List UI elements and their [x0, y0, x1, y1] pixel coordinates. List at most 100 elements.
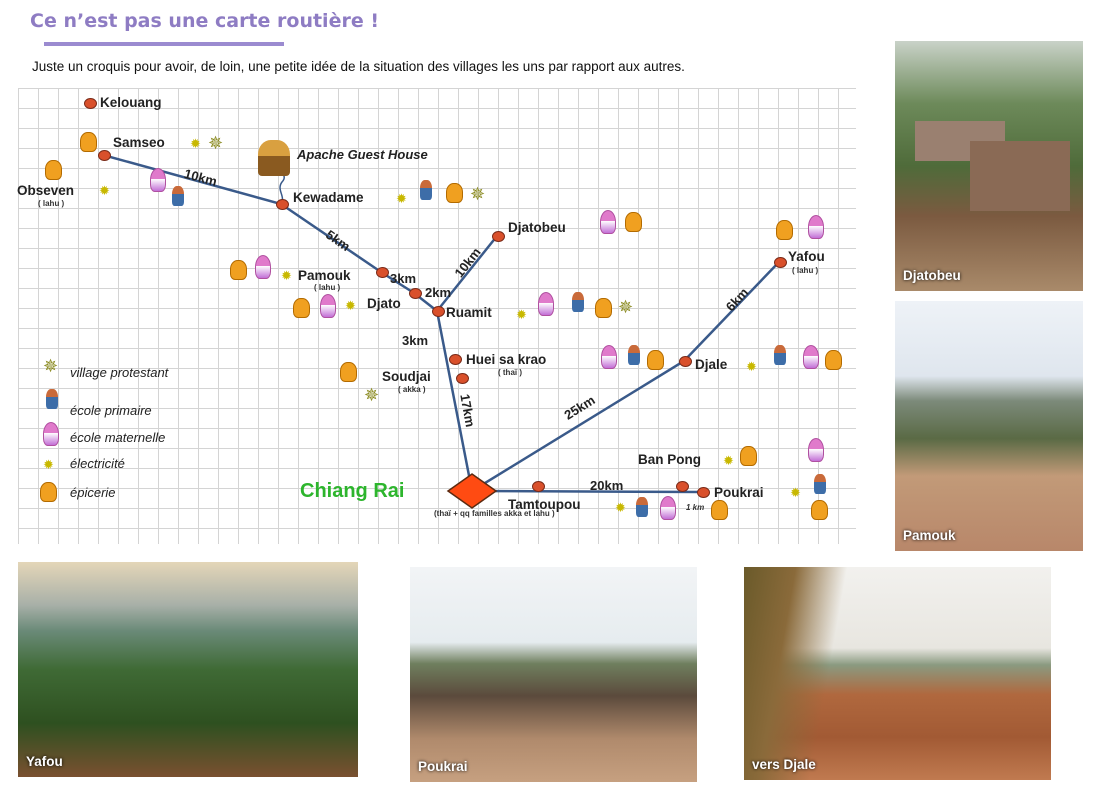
primary-school-icon — [774, 345, 786, 365]
label-soudjai-sub: ( akka ) — [398, 385, 426, 394]
node-kelouang — [84, 98, 97, 109]
label-kewadame: Kewadame — [293, 190, 364, 205]
label-samseo: Samseo — [113, 135, 165, 150]
electricity-icon: ✹ — [790, 485, 801, 500]
label-apache: Apache Guest House — [297, 147, 428, 162]
photo-djatobeu: Djatobeu — [895, 41, 1083, 291]
caption-pamouk: Pamouk — [903, 528, 956, 543]
legend-maternal: école maternelle — [70, 430, 166, 445]
photo-pamouk: Pamouk — [895, 301, 1083, 551]
page-title: Ce n’est pas une carte routière ! — [30, 10, 379, 32]
grocery-icon — [711, 500, 728, 520]
electricity-icon: ✹ — [281, 268, 292, 283]
distance-pamouk-djato: 3km — [390, 271, 417, 286]
distance-chiangrai-poukrai: 20km — [590, 478, 624, 493]
node-djale — [679, 356, 692, 367]
primary-school-icon — [628, 345, 640, 365]
node-poukrai — [697, 487, 710, 498]
label-huei: Huei sa krao — [466, 352, 547, 367]
protestant-icon: ✵ — [208, 133, 224, 153]
kindergarten-icon — [660, 496, 676, 520]
node-djatobeu — [492, 231, 505, 242]
electricity-icon: ✹ — [615, 500, 626, 515]
kindergarten-icon — [150, 168, 166, 192]
primary-school-icon — [636, 497, 648, 517]
node-soudjai — [456, 373, 469, 384]
kindergarten-icon — [808, 438, 824, 462]
grocery-icon — [446, 183, 463, 203]
photo-poukrai: Poukrai — [410, 567, 697, 782]
grocery-icon — [230, 260, 247, 280]
kindergarten-icon — [600, 210, 616, 234]
distance-ruamit-huei: 3km — [402, 333, 429, 348]
legend-primary-school-icon — [46, 389, 58, 409]
label-huei-sub: ( thaï ) — [498, 368, 522, 377]
label-soudjai: Soudjai — [382, 369, 431, 384]
node-yafou — [774, 257, 787, 268]
legend-grocery: épicerie — [70, 485, 116, 500]
guest-house-icon — [258, 140, 290, 176]
grocery-icon — [625, 212, 642, 232]
kindergarten-icon — [808, 215, 824, 239]
grocery-icon — [80, 132, 97, 152]
legend-electricity: électricité — [70, 456, 125, 471]
kindergarten-icon — [538, 292, 554, 316]
legend-protestant: village protestant — [70, 365, 169, 380]
label-pamouk: Pamouk — [298, 268, 351, 283]
kindergarten-icon — [803, 345, 819, 369]
house — [970, 141, 1070, 211]
label-poukrai: Poukrai — [714, 485, 764, 500]
primary-school-icon — [814, 474, 826, 494]
legend-protestant-icon: ✵ — [43, 356, 59, 376]
node-samseo — [98, 150, 111, 161]
node-kewadame — [276, 199, 289, 210]
caption-djatobeu: Djatobeu — [903, 268, 961, 283]
grocery-icon — [340, 362, 357, 382]
node-ban-pong — [676, 481, 689, 492]
label-tamtoupou: Tamtoupou — [508, 497, 581, 512]
distance-djato-ruamit: 2km — [425, 285, 452, 300]
grocery-icon — [595, 298, 612, 318]
electricity-icon: ✹ — [190, 136, 201, 151]
node-pamouk — [376, 267, 389, 278]
label-chiang-rai-sub: (thaï + qq familles akka et lahu ) — [434, 509, 555, 518]
grocery-icon — [740, 446, 757, 466]
electricity-icon: ✹ — [345, 298, 356, 313]
kindergarten-icon — [255, 255, 271, 279]
electricity-icon: ✹ — [516, 307, 527, 322]
grocery-icon — [776, 220, 793, 240]
caption-poukrai: Poukrai — [418, 759, 468, 774]
node-tamtoupou — [532, 481, 545, 492]
kindergarten-icon — [601, 345, 617, 369]
primary-school-icon — [572, 292, 584, 312]
primary-school-icon — [420, 180, 432, 200]
label-kelouang: Kelouang — [100, 95, 162, 110]
label-djatobeu: Djatobeu — [508, 220, 566, 235]
photo-yafou: Yafou — [18, 562, 358, 777]
legend-primary: école primaire — [70, 403, 152, 418]
label-ruamit: Ruamit — [446, 305, 492, 320]
caption-yafou: Yafou — [26, 754, 63, 769]
node-djato — [409, 288, 422, 299]
label-obseven: Obseven — [17, 183, 75, 198]
primary-school-icon — [172, 186, 184, 206]
intro-text: Juste un croquis pour avoir, de loin, un… — [32, 59, 685, 74]
electricity-icon: ✹ — [396, 191, 407, 206]
legend-electricity-icon: ✹ — [43, 457, 54, 472]
grocery-icon — [811, 500, 828, 520]
kindergarten-icon — [320, 294, 336, 318]
label-yafou-sub: ( lahu ) — [792, 266, 819, 275]
node-ruamit — [432, 306, 445, 317]
title-underline — [44, 42, 284, 46]
label-pamouk-sub: ( lahu ) — [314, 283, 341, 292]
label-chiang-rai: Chiang Rai — [300, 480, 405, 502]
node-huei — [449, 354, 462, 365]
electricity-icon: ✹ — [99, 183, 110, 198]
label-djato: Djato — [367, 296, 401, 311]
electricity-icon: ✹ — [723, 453, 734, 468]
legend-kindergarten-icon — [43, 422, 59, 446]
protestant-icon: ✵ — [618, 297, 634, 317]
protestant-icon: ✵ — [470, 184, 486, 204]
photo-vers-djale: vers Djale — [744, 567, 1051, 780]
